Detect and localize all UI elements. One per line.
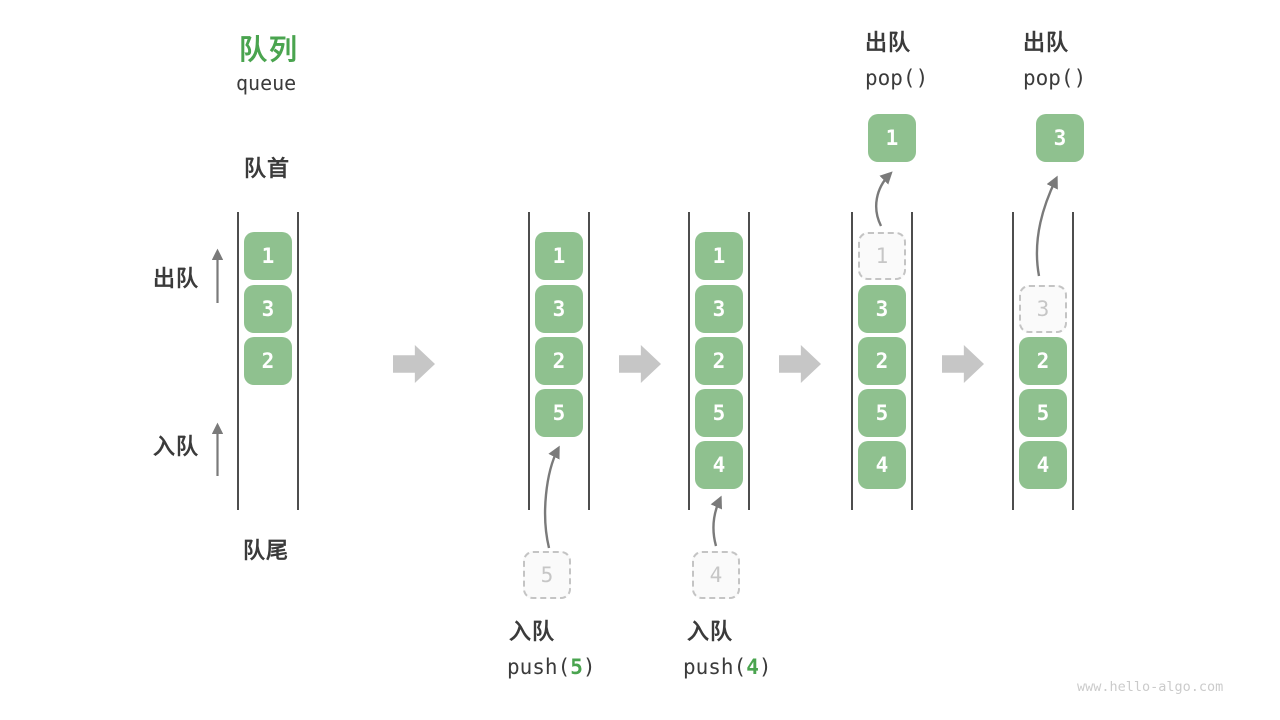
- push5-arrow-icon: [543, 445, 560, 549]
- push4-fn: push(: [683, 655, 747, 679]
- queue1-right-wall: [297, 212, 299, 510]
- queue4-right-wall: [911, 212, 913, 510]
- pop1-arrow-icon: [875, 171, 893, 227]
- queue-cell: 4: [695, 441, 743, 489]
- queue-cell: 3: [858, 285, 906, 333]
- push4-close: ): [758, 655, 772, 679]
- queue-cell: 2: [695, 337, 743, 385]
- queue-cell: 1: [535, 232, 583, 280]
- queue1-left-wall: [237, 212, 239, 510]
- watermark: www.hello-algo.com: [1077, 679, 1224, 695]
- queue-cell: 1: [695, 232, 743, 280]
- label-pop1-code: pop(): [865, 66, 929, 90]
- label-push4-zh: 入队: [687, 619, 734, 644]
- popped-cell-1: 1: [868, 114, 916, 162]
- label-push5-code: push(5): [507, 655, 596, 679]
- queue-cell: 2: [535, 337, 583, 385]
- queue-cell: 4: [858, 441, 906, 489]
- queue-cell: 1: [244, 232, 292, 280]
- queue-cell: 5: [858, 389, 906, 437]
- incoming-cell-4: 4: [692, 551, 740, 599]
- queue2-right-wall: [588, 212, 590, 510]
- label-push5-zh: 入队: [509, 619, 556, 644]
- queue-cell: 3: [244, 285, 292, 333]
- queue5-left-wall: [1012, 212, 1014, 510]
- queue-cell: 4: [1019, 441, 1067, 489]
- push4-arg: 4: [746, 655, 759, 679]
- queue-cell: 2: [1019, 337, 1067, 385]
- push5-arg: 5: [570, 655, 583, 679]
- label-push4-code: push(4): [683, 655, 772, 679]
- label-pop3-code: pop(): [1023, 66, 1087, 90]
- diagram-title-zh: 队列: [239, 34, 300, 65]
- pop3-arrow-icon: [1035, 175, 1058, 277]
- queue3-right-wall: [748, 212, 750, 510]
- queue2-left-wall: [528, 212, 530, 510]
- push5-close: ): [582, 655, 596, 679]
- popped-slot-ghost-1: 1: [858, 232, 906, 280]
- label-dequeue-side: 出队: [153, 266, 200, 291]
- label-queue-rear: 队尾: [243, 538, 290, 563]
- label-queue-front: 队首: [244, 156, 291, 181]
- queue4-left-wall: [851, 212, 853, 510]
- queue-cell: 3: [695, 285, 743, 333]
- queue3-left-wall: [688, 212, 690, 510]
- queue-cell: 5: [695, 389, 743, 437]
- popped-slot-ghost-3: 3: [1019, 285, 1067, 333]
- label-pop1-zh: 出队: [865, 30, 912, 55]
- incoming-cell-5: 5: [523, 551, 571, 599]
- queue5-right-wall: [1072, 212, 1074, 510]
- label-enqueue-side: 入队: [153, 434, 200, 459]
- diagram-title-en: queue: [236, 71, 297, 95]
- queue-cell: 5: [1019, 389, 1067, 437]
- label-pop3-zh: 出队: [1023, 30, 1070, 55]
- queue-cell: 3: [535, 285, 583, 333]
- queue-cell: 5: [535, 389, 583, 437]
- push4-arrow-icon: [710, 495, 723, 547]
- queue-cell: 2: [858, 337, 906, 385]
- popped-cell-3: 3: [1036, 114, 1084, 162]
- queue-cell: 2: [244, 337, 292, 385]
- push5-fn: push(: [507, 655, 571, 679]
